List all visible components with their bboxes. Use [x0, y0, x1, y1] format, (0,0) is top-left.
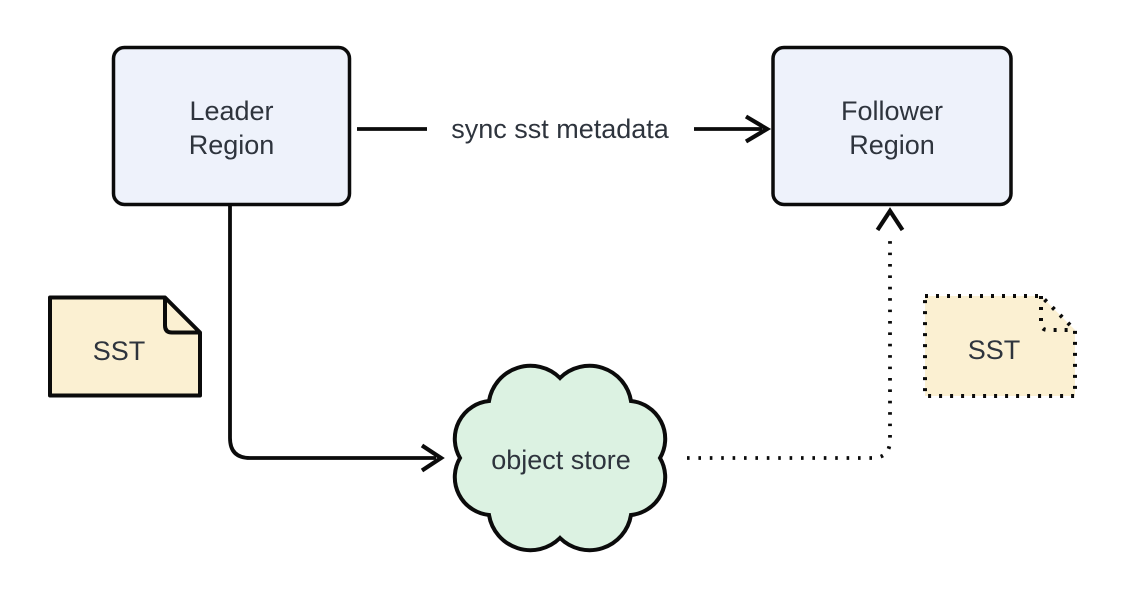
node-leader-region: Leader Region: [111, 45, 352, 207]
sst-note-icon: [48, 295, 202, 398]
object-store-label: object store: [491, 445, 631, 475]
cloud-icon: [452, 363, 668, 553]
sst-source-label: SST: [93, 336, 146, 366]
arrowhead-right-icon: [420, 443, 445, 473]
leader-region-box: [111, 45, 352, 207]
edge-download-path: [687, 233, 892, 460]
sst-note-fold-icon: [163, 297, 200, 335]
edge-upload-path: [228, 206, 436, 460]
sst-note-dotted-icon: [923, 294, 1077, 398]
node-sst-replica-note: SST: [923, 294, 1077, 398]
follower-region-label-line1: Follower: [841, 96, 943, 126]
edge-object-store-to-follower: [687, 207, 905, 460]
edge-sync-sst-metadata: sync sst metadata: [357, 114, 772, 144]
node-sst-source-note: SST: [48, 295, 202, 398]
arrowhead-right-icon: [744, 114, 772, 144]
edge-leader-to-object-store: [228, 206, 445, 473]
leader-region-label-line1: Leader: [189, 96, 273, 126]
node-object-store: object store: [452, 363, 668, 553]
node-follower-region: Follower Region: [771, 45, 1013, 207]
sst-replica-label: SST: [968, 335, 1021, 365]
edge-sync-label: sync sst metadata: [451, 114, 670, 144]
arrowhead-up-icon: [875, 207, 905, 232]
follower-region-box: [771, 45, 1013, 207]
leader-region-label-line2: Region: [189, 130, 275, 160]
follower-region-label-line2: Region: [849, 130, 935, 160]
